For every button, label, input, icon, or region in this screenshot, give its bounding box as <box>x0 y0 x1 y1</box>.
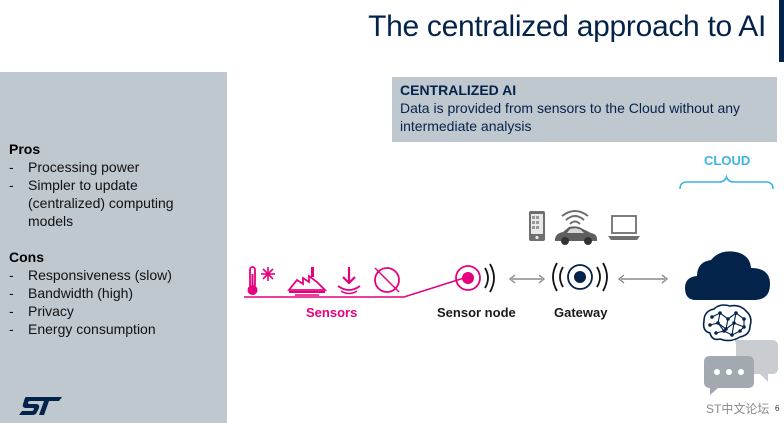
pros-item: (centralized) computing <box>28 195 174 211</box>
car-icon <box>555 226 597 245</box>
cloud-icon <box>685 251 770 300</box>
wifi-icon <box>561 210 589 225</box>
laptop-icon <box>608 215 640 240</box>
brain-network-icon <box>702 304 752 342</box>
pros-cons-panel: Pros Processing power Simpler to update … <box>0 72 227 423</box>
sensor-node-icon <box>455 263 495 293</box>
phone-icon <box>529 211 545 241</box>
pros-item: Simpler to update <box>9 176 219 194</box>
gateway-cloud-arrow <box>617 274 669 284</box>
pros-item: Processing power <box>9 158 219 176</box>
cons-item: Energy consumption <box>9 320 219 338</box>
node-gateway-arrow <box>508 274 546 284</box>
cons-item: Responsiveness (slow) <box>9 266 219 284</box>
gateway-icon <box>552 262 608 292</box>
compass-icon <box>374 267 400 293</box>
page-number: 6 <box>775 404 780 413</box>
cloud-label: CLOUD <box>704 153 751 168</box>
cons-item: Bandwidth (high) <box>9 284 219 302</box>
cloud-bracket <box>679 174 774 190</box>
cons-heading: Cons <box>9 249 44 265</box>
st-logo-icon <box>19 397 62 415</box>
slide-title: The centralized approach to AI <box>368 10 766 43</box>
gateway-label: Gateway <box>554 305 608 320</box>
pros-list: Processing power Simpler to update (cent… <box>9 158 219 230</box>
factory-icon <box>287 267 328 296</box>
centralized-ai-description: Data is provided from sensors to the Clo… <box>400 100 741 116</box>
sensor-node-label: Sensor node <box>437 305 516 320</box>
cons-list: Responsiveness (slow) Bandwidth (high) P… <box>9 266 219 338</box>
thermometer-snow-icon <box>247 266 275 295</box>
cons-item: Privacy <box>9 302 219 320</box>
pros-heading: Pros <box>9 141 41 157</box>
sensors-connector-line <box>244 277 465 298</box>
centralized-ai-box: CENTRALIZED AI Data is provided from sen… <box>392 77 777 142</box>
sensors-label: Sensors <box>306 305 358 320</box>
centralized-ai-description-cont: intermediate analysis <box>400 118 532 134</box>
download-arrow-icon <box>337 267 361 295</box>
chat-bubbles-icon <box>704 340 778 395</box>
pros-item: models <box>28 213 74 229</box>
title-accent-bar <box>779 0 784 62</box>
centralized-ai-title: CENTRALIZED AI <box>400 82 517 98</box>
watermark-text: ST中文论坛 <box>706 402 770 416</box>
